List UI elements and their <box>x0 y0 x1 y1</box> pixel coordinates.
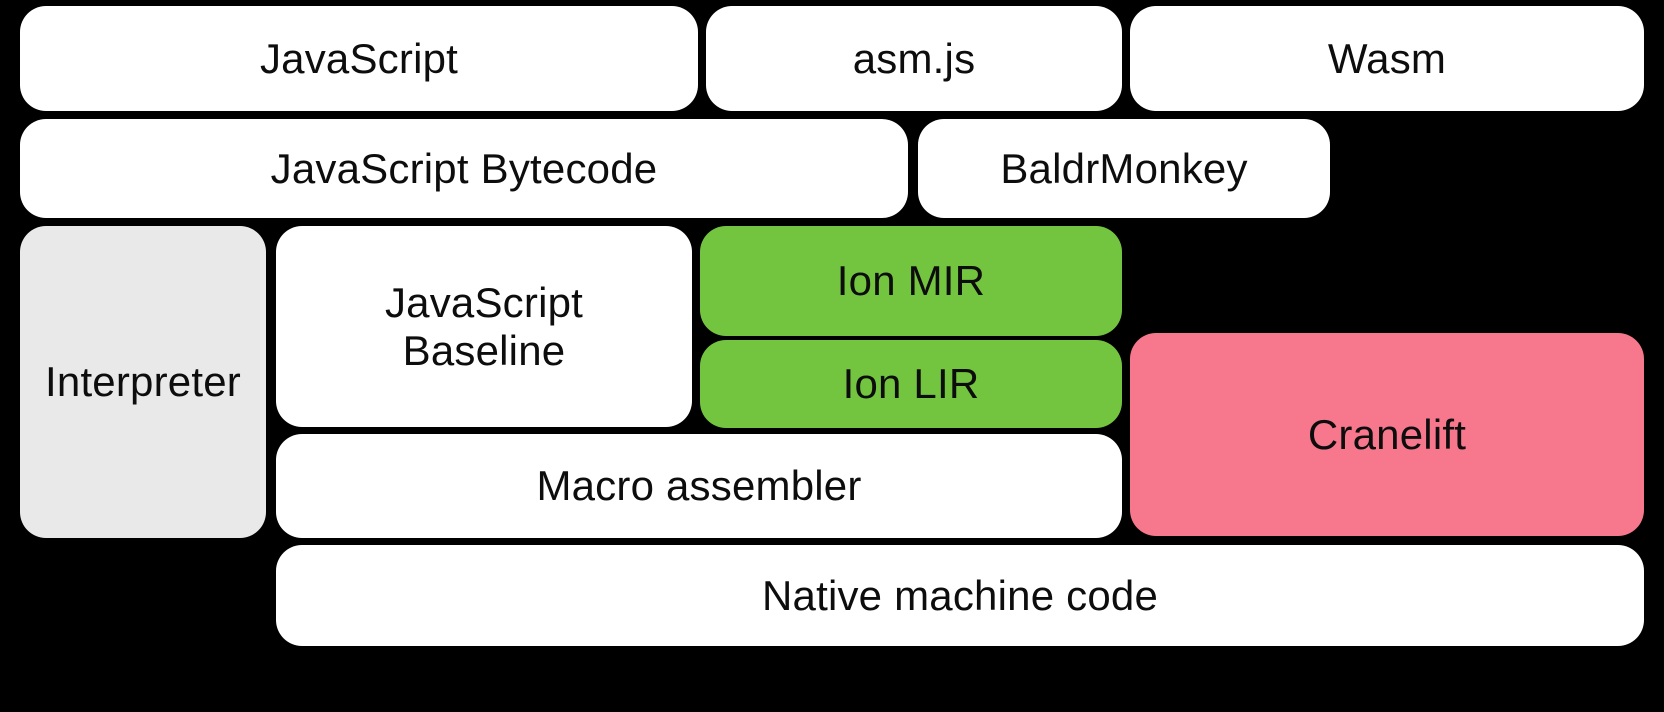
node-javascript-bytecode[interactable]: JavaScript Bytecode <box>20 119 908 218</box>
node-ion-lir[interactable]: Ion LIR <box>700 340 1122 428</box>
node-interpreter[interactable]: Interpreter <box>20 226 266 538</box>
node-wasm[interactable]: Wasm <box>1130 6 1644 111</box>
node-asm-js[interactable]: asm.js <box>706 6 1122 111</box>
node-javascript-baseline[interactable]: JavaScript Baseline <box>276 226 692 427</box>
node-javascript[interactable]: JavaScript <box>20 6 698 111</box>
node-native-machine-code[interactable]: Native machine code <box>276 545 1644 646</box>
node-ion-mir[interactable]: Ion MIR <box>700 226 1122 336</box>
node-macro-assembler[interactable]: Macro assembler <box>276 434 1122 538</box>
node-cranelift[interactable]: Cranelift <box>1130 333 1644 536</box>
node-baldrmonkey[interactable]: BaldrMonkey <box>918 119 1330 218</box>
